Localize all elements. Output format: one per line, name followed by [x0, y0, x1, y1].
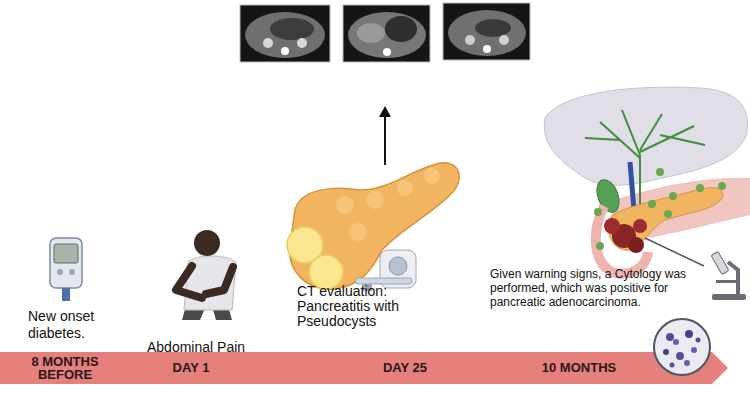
ct-liver [357, 23, 385, 43]
meter-button [69, 269, 75, 275]
ct-frame [240, 5, 330, 62]
lobule [366, 191, 384, 209]
meter-body [50, 238, 82, 288]
liver [544, 87, 747, 185]
ct-body [348, 12, 426, 58]
lymph-node [669, 192, 677, 200]
ct-body [448, 10, 526, 56]
lobule [397, 180, 413, 196]
microscope-tube [711, 251, 729, 274]
ct-kidney [465, 35, 475, 45]
meter-button [57, 269, 63, 275]
ct-organ [270, 18, 314, 40]
ct-pseudocyst [385, 16, 417, 42]
time-label: DAY 1 [150, 361, 232, 375]
ct-image [443, 3, 530, 60]
glucometer-icon [50, 238, 82, 301]
tumor [628, 237, 644, 253]
portal-vein [630, 162, 634, 210]
tumor [633, 219, 647, 233]
tumor [604, 218, 620, 234]
ct-spine [281, 47, 289, 55]
scanner-bore [389, 257, 407, 275]
time-label: DAY 25 [360, 361, 450, 375]
lobule [349, 223, 367, 241]
person-icon [176, 230, 236, 320]
lymph-node [718, 182, 726, 190]
ct-spine [483, 45, 491, 53]
event-caption: Given warning signs, a Cytology was perf… [490, 267, 718, 309]
pointer-arrow [384, 114, 386, 165]
time-label: 8 MONTHS BEFORE [12, 355, 118, 381]
pancreas [609, 188, 723, 250]
arm [206, 267, 233, 294]
microscope-icon [711, 251, 746, 300]
gallbladder [593, 177, 623, 216]
lymph-node [594, 208, 602, 216]
meter-screen [54, 244, 78, 263]
pancreas-illustration [287, 163, 459, 289]
lymph-node [696, 184, 704, 192]
ct-kidney [499, 35, 509, 45]
ct-image [343, 5, 430, 62]
event-caption: Abdominal Pain [147, 339, 287, 356]
lobule [336, 196, 354, 214]
event-caption: New onset diabetes. [28, 308, 120, 342]
microscope-arm [728, 262, 738, 294]
lymph-node [648, 200, 656, 208]
cell [696, 338, 701, 343]
cell [666, 333, 674, 341]
biopsy-needle [645, 238, 704, 266]
arm [176, 266, 202, 298]
pancreas [290, 163, 459, 289]
lymph-node [596, 242, 604, 250]
ct-kidney [297, 38, 307, 48]
ct-organ [475, 19, 511, 37]
test-strip [62, 288, 70, 301]
lymph-node [656, 168, 664, 176]
timeline-band: 8 MONTHS BEFORE DAY 1 DAY 25 10 MONTHS [0, 350, 730, 386]
microscope-stage [716, 280, 736, 283]
microscope-base [712, 294, 746, 300]
time-label: 10 MONTHS [518, 361, 640, 375]
head [194, 230, 220, 256]
lymph-node [664, 210, 672, 218]
arrow-head [379, 106, 391, 117]
band-outline [0, 350, 730, 386]
lobule [424, 168, 440, 184]
ct-frame [443, 3, 530, 60]
cell [673, 339, 679, 345]
ct-spine [383, 48, 391, 56]
ct-frame [343, 5, 430, 62]
event-caption: CT evaluation: Pancreatitis with Pseudoc… [297, 284, 435, 329]
ct-image [240, 5, 330, 62]
ct-kidney [263, 38, 273, 48]
anatomy-illustration [544, 87, 750, 274]
cell [685, 330, 693, 338]
ct-body [245, 12, 325, 58]
band-arrow [0, 352, 728, 384]
